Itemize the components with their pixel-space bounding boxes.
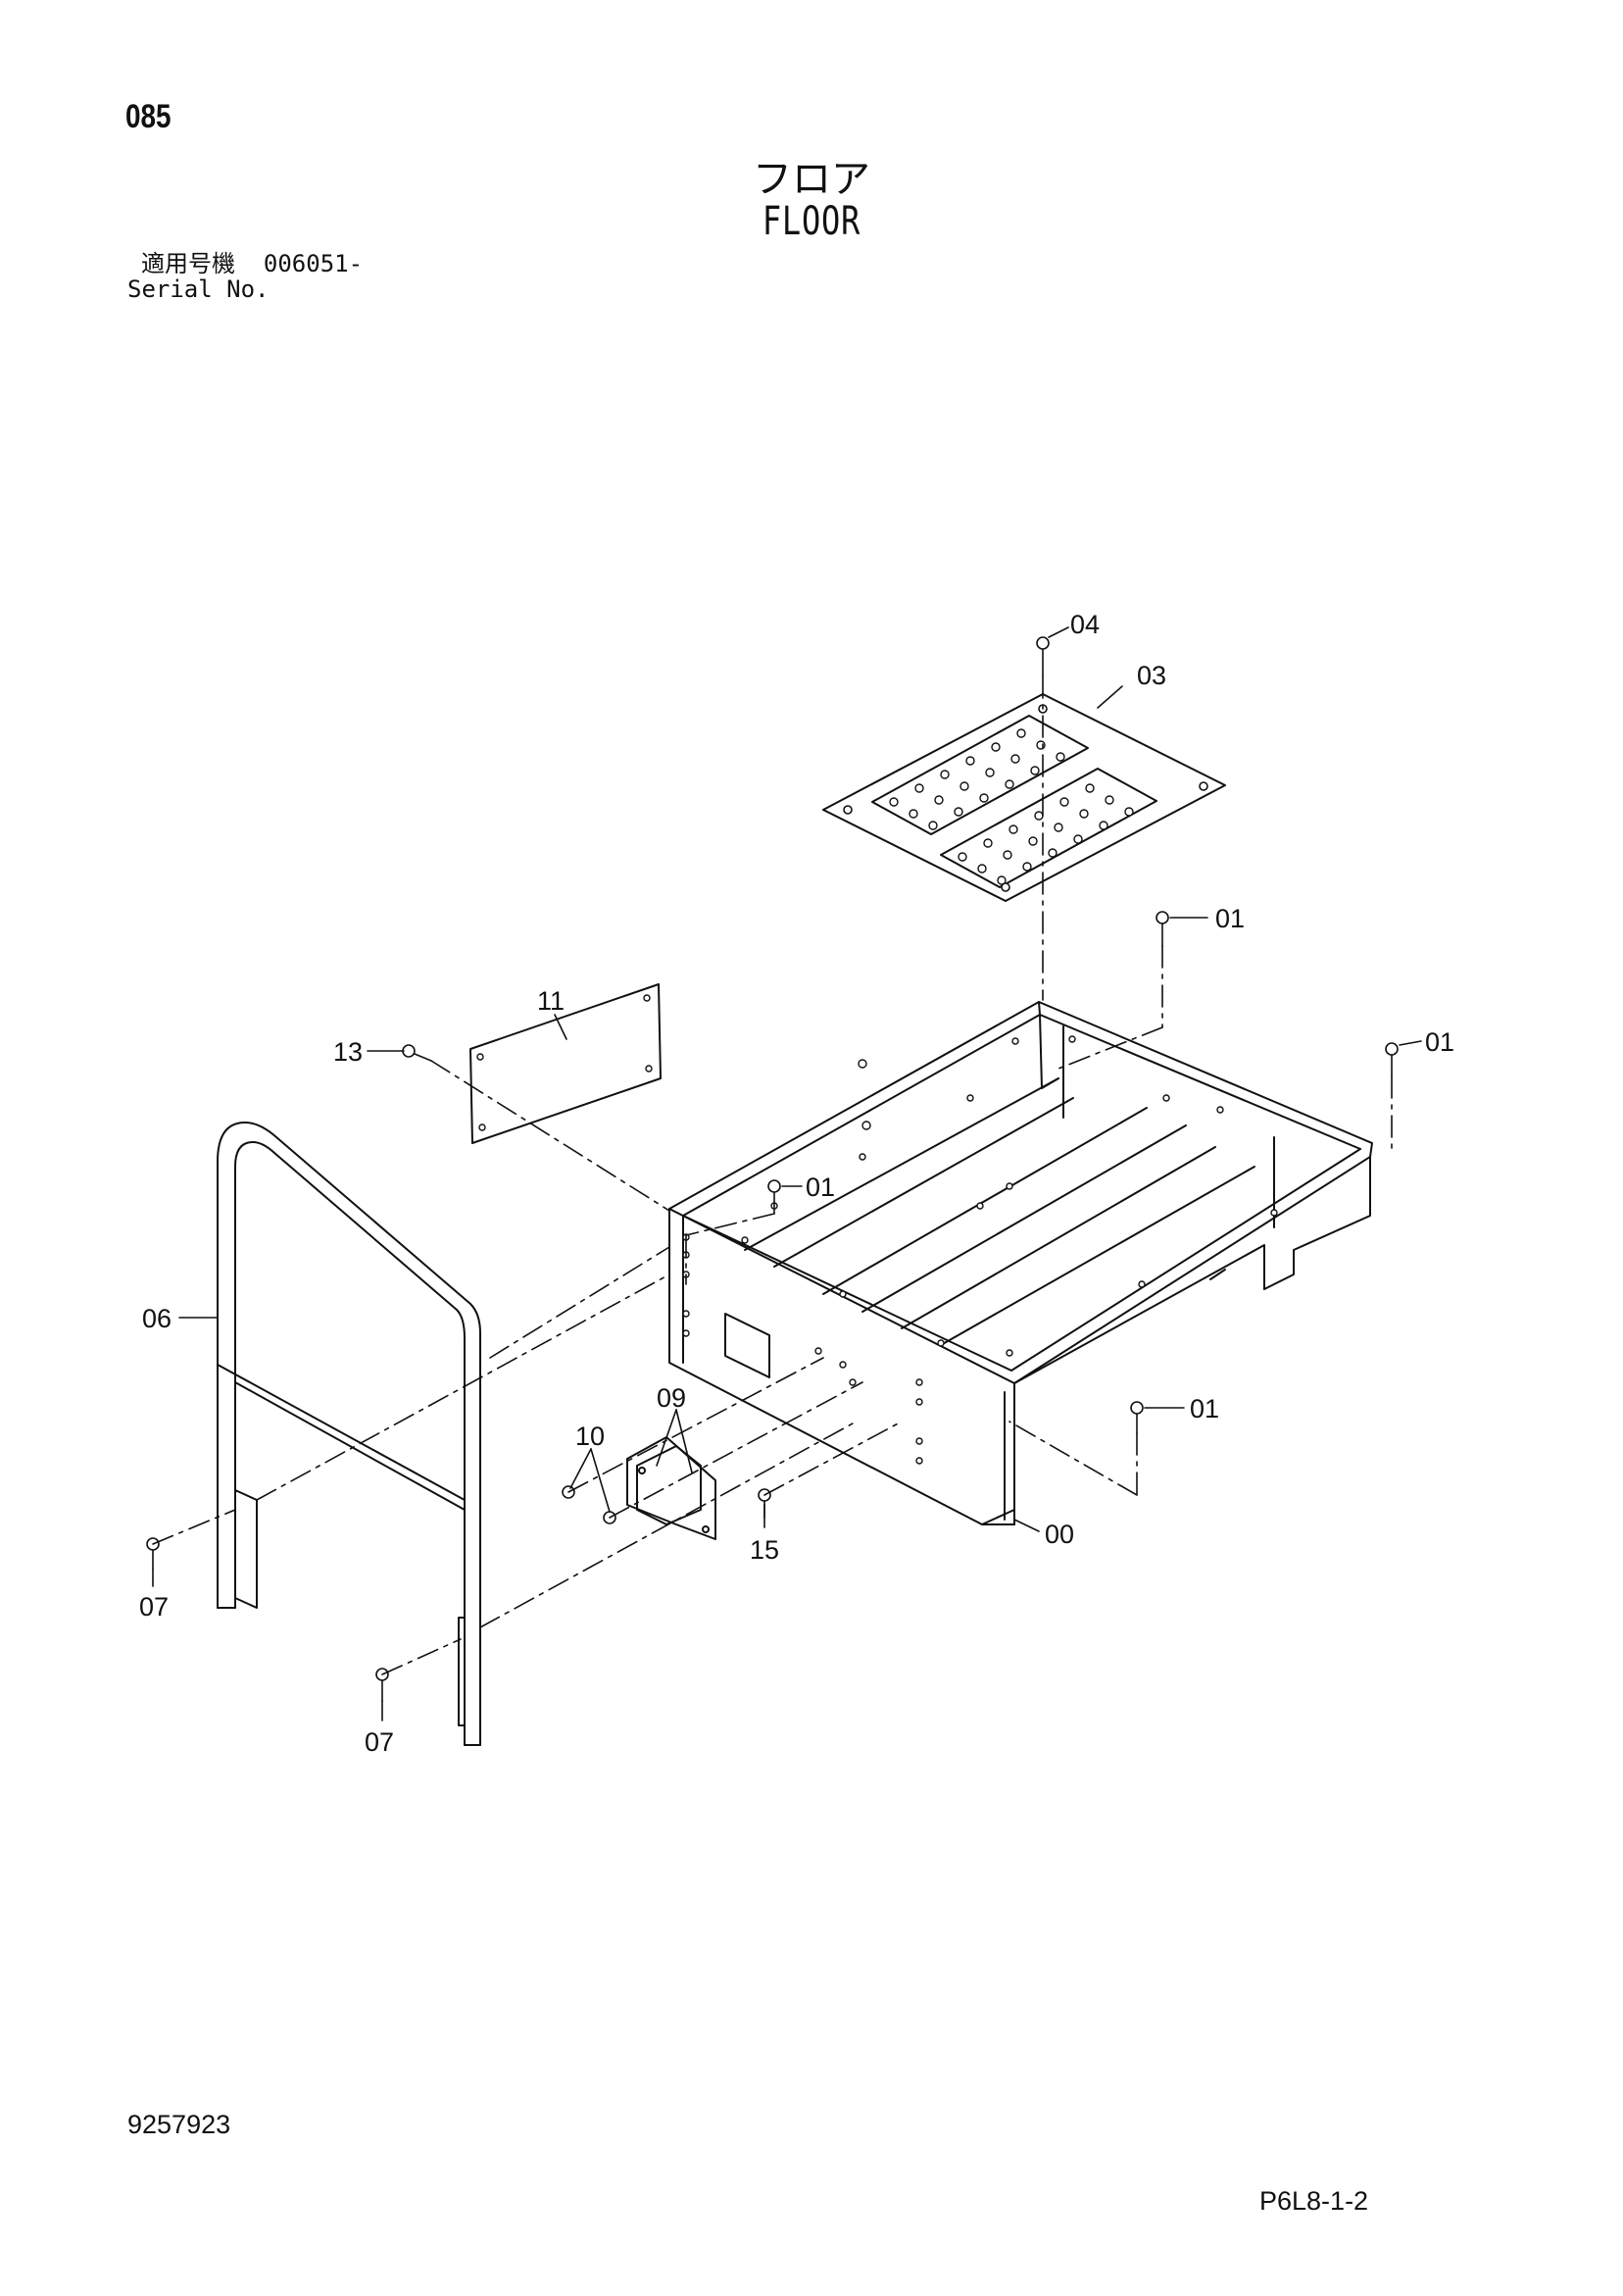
- handrail: [217, 1122, 481, 1746]
- serial-label-en: Serial No.: [127, 275, 270, 303]
- callout-labels: 04 03 01 01 01 01 11 13 06 09 10 15 00 0…: [139, 610, 1454, 1757]
- callout-09: 09: [657, 1383, 686, 1413]
- assembly-lines: [152, 675, 1393, 1675]
- callout-06: 06: [142, 1304, 172, 1333]
- callout-10: 10: [575, 1422, 605, 1451]
- callout-03: 03: [1137, 661, 1166, 690]
- callout-00: 00: [1045, 1520, 1074, 1549]
- title-japanese: フロア: [753, 157, 870, 202]
- callout-01-c: 01: [806, 1173, 835, 1202]
- callout-13: 13: [333, 1037, 363, 1067]
- callout-07-a: 07: [139, 1592, 169, 1622]
- callout-01-d: 01: [1190, 1394, 1219, 1423]
- serial-block: 適用号機 006051- Serial No.: [127, 251, 363, 302]
- sheet-code: P6L8-1-2: [1259, 2186, 1369, 2216]
- step-plate: [822, 693, 1226, 902]
- callout-04: 04: [1070, 610, 1100, 639]
- callout-15: 15: [750, 1535, 779, 1565]
- callout-07-b: 07: [365, 1727, 394, 1757]
- page-number: 085: [125, 98, 172, 135]
- title-english: FLOOR: [762, 199, 861, 244]
- floor-frame: [668, 1001, 1373, 1525]
- callout-01-b: 01: [1425, 1027, 1454, 1057]
- cover-plate: [469, 983, 662, 1144]
- bracket: [626, 1436, 716, 1540]
- serial-value: 006051-: [263, 250, 364, 277]
- callout-01-a: 01: [1215, 904, 1245, 933]
- document-number: 9257923: [127, 2110, 231, 2139]
- leader-lines: [152, 626, 1422, 1722]
- serial-label-jp: 適用号機: [141, 250, 235, 277]
- callout-11: 11: [537, 986, 565, 1016]
